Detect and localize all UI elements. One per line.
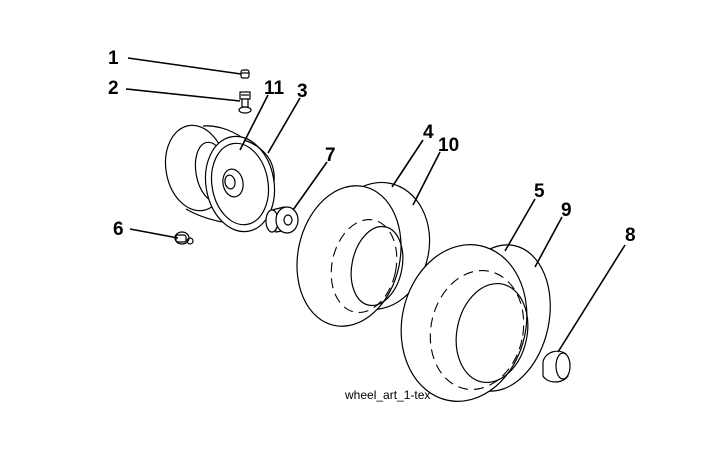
grease-fitting-part (174, 231, 194, 245)
valve-stem-part (238, 91, 252, 114)
leader-line-9 (534, 216, 563, 268)
leader-line-3 (267, 97, 301, 154)
leader-line-10 (412, 151, 441, 206)
callout-8: 8 (625, 225, 636, 246)
wheel-rim-part (164, 124, 276, 233)
callout-2: 2 (108, 78, 119, 99)
diagram-caption: wheel_art_1-tex (344, 388, 430, 402)
callout-labels: 1 2 11 3 7 4 10 5 9 6 8 (108, 48, 636, 246)
callout-3: 3 (297, 81, 308, 102)
callout-10: 10 (438, 135, 459, 156)
leader-line-11 (239, 94, 269, 151)
rear-tire-part (400, 244, 551, 402)
bushing-part (265, 206, 299, 234)
hub-cap-part (542, 350, 571, 383)
leader-line-8 (557, 244, 626, 353)
callout-4: 4 (423, 122, 434, 143)
leader-line-7 (292, 161, 328, 211)
callout-9: 9 (561, 200, 572, 221)
front-tire-part (296, 181, 431, 327)
valve-cap-part (240, 69, 250, 79)
callout-5: 5 (534, 181, 545, 202)
leader-line-5 (504, 198, 536, 252)
leader-line-2 (125, 88, 241, 102)
leader-line-4 (391, 139, 424, 188)
callout-6: 6 (113, 219, 124, 240)
leader-lines (125, 57, 626, 353)
leader-line-6 (129, 228, 179, 239)
callout-11: 11 (264, 78, 285, 99)
leader-line-1 (127, 57, 242, 75)
callout-1: 1 (108, 48, 119, 69)
callout-7: 7 (325, 145, 336, 166)
